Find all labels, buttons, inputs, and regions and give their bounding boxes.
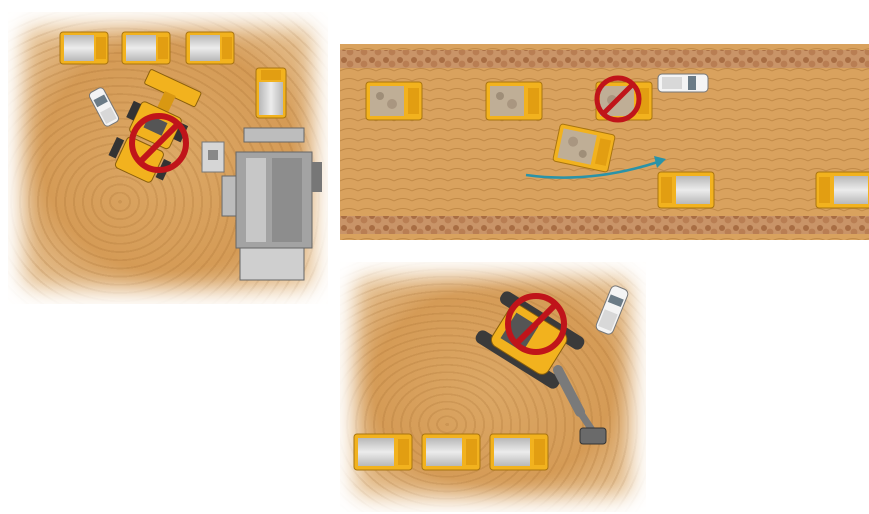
scene-excavator xyxy=(340,262,646,512)
dump-truck xyxy=(354,434,412,470)
dump-truck xyxy=(122,32,170,64)
empty-dump-truck xyxy=(658,172,714,208)
dump-truck xyxy=(60,32,108,64)
scene-excavator-drawing xyxy=(340,262,646,512)
pickup-truck xyxy=(595,284,630,335)
dump-truck xyxy=(422,434,480,470)
rock-berm-top xyxy=(340,50,869,68)
dump-truck xyxy=(186,32,234,64)
pickup-truck xyxy=(88,86,120,127)
dump-truck xyxy=(256,68,286,118)
loaded-dump-truck xyxy=(366,82,422,120)
scene-loader-plant-drawing xyxy=(8,12,328,304)
rock-berm-bottom xyxy=(340,216,869,234)
scene-haul-road-drawing xyxy=(340,44,869,240)
scene-loader-plant xyxy=(8,12,328,304)
pickup-truck xyxy=(658,74,708,92)
processing-plant xyxy=(202,128,322,280)
scene-haul-road xyxy=(340,44,869,240)
excavator-arm xyxy=(558,370,606,444)
excavator xyxy=(473,289,606,444)
dump-truck xyxy=(490,434,548,470)
loaded-dump-truck xyxy=(486,82,542,120)
empty-dump-truck xyxy=(816,172,869,208)
